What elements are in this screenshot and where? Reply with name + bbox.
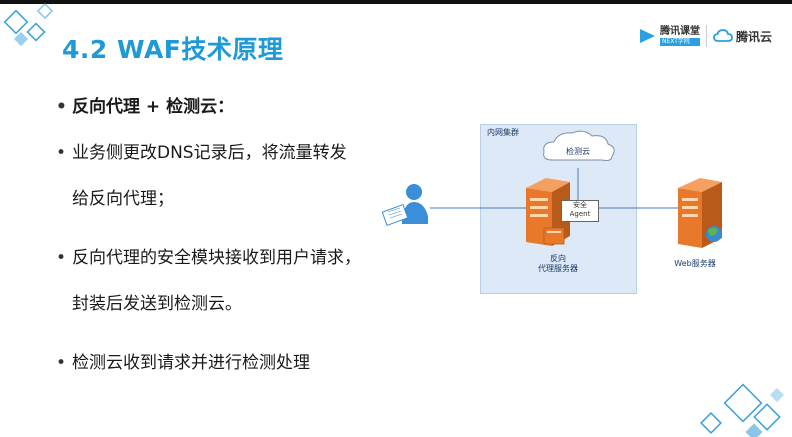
tencent-ketang-logo: 腾讯课堂 NEXT学院 xyxy=(638,25,700,46)
bullet-item: •检测云收到请求并进行检测处理 xyxy=(56,348,310,373)
cluster-label: 内网集群 xyxy=(487,128,519,137)
brand-logos: 腾讯课堂 NEXT学院 腾讯云 xyxy=(638,25,772,47)
security-agent-box: 安全 Agent xyxy=(561,200,599,222)
user-icon xyxy=(381,184,428,226)
web-server-label: Web服务器 xyxy=(674,259,716,268)
bullet-text: 反向代理的安全模块接收到用户请求， xyxy=(72,248,361,268)
bullet-mark: • xyxy=(56,143,67,163)
corner-decoration-top-left xyxy=(3,2,54,47)
bullet-continuation: 封装后发送到检测云。 xyxy=(72,294,242,314)
bullet-item: •反向代理的安全模块接收到用户请求， xyxy=(56,243,361,268)
tencent-cloud-logo: 腾讯云 xyxy=(713,28,772,45)
bullet-text: 检测云收到请求并进行检测处理 xyxy=(72,353,310,373)
corner-decoration-bottom-right xyxy=(700,383,785,437)
proxy-label-line2: 代理服务器 xyxy=(538,264,578,273)
cloud-label: 检测云 xyxy=(566,147,590,156)
bullet-text: 反向代理 + 检测云： xyxy=(72,97,235,117)
bullet-mark: • xyxy=(56,248,67,268)
network-diagram xyxy=(381,130,722,248)
top-bar xyxy=(0,0,792,4)
play-icon xyxy=(639,29,655,43)
detection-cloud-icon xyxy=(543,130,615,161)
bullet-mark: • xyxy=(56,353,67,373)
slide-title: 4.2 WAF技术原理 xyxy=(62,35,284,64)
agent-label-line2: Agent xyxy=(569,210,591,218)
agent-label-line1: 安全 xyxy=(573,201,587,209)
bullet-continuation: 给反向代理； xyxy=(72,189,174,209)
web-server-icon xyxy=(678,178,722,248)
logo-divider xyxy=(705,25,707,47)
bullet-mark: • xyxy=(56,97,67,117)
bullet-item: •业务侧更改DNS记录后，将流量转发 xyxy=(56,138,347,163)
cloud-icon xyxy=(713,29,733,42)
proxy-label-line1: 反向 xyxy=(550,254,566,263)
bullet-text: 业务侧更改DNS记录后，将流量转发 xyxy=(72,143,347,163)
cloud-brand-label: 腾讯云 xyxy=(735,29,772,44)
ketang-label: 腾讯课堂 xyxy=(659,25,700,37)
next-label: NEXT学院 xyxy=(659,37,700,46)
bullet-item: •反向代理 + 检测云： xyxy=(56,92,234,117)
